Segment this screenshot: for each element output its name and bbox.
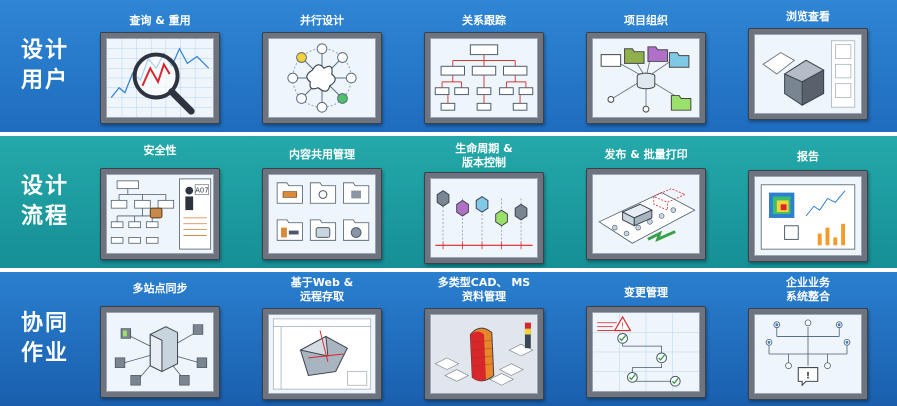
report-chart-icon bbox=[748, 170, 868, 262]
band-label: 设计 流程 bbox=[20, 174, 69, 229]
multisite-sync-icon bbox=[100, 306, 220, 398]
band-label: 设计 用户 bbox=[20, 38, 69, 93]
card-title: 多类型CAD、 MS 资料管理 bbox=[437, 276, 531, 303]
batch-print-icon bbox=[586, 168, 706, 260]
card-title: 生命周期 & 版本控制 bbox=[455, 142, 513, 169]
card-title: 关系跟踪 bbox=[462, 14, 506, 27]
card-title: 查询 & 重用 bbox=[129, 14, 191, 27]
3d-viewer-icon bbox=[748, 28, 868, 120]
card-title: 变更管理 bbox=[624, 286, 668, 299]
card-title: 并行设计 bbox=[300, 14, 344, 27]
card-title: 企业业务 系统整合 bbox=[786, 276, 830, 303]
svg-text:A07: A07 bbox=[195, 187, 208, 195]
project-database-icon bbox=[586, 32, 706, 124]
card-title: 基于Web & 远程存取 bbox=[290, 276, 354, 303]
band-design-process: 设计 流程 安全性 bbox=[0, 136, 897, 268]
band-collaboration: 协同 作业 多站点同步 bbox=[0, 272, 897, 406]
magnifier-chart-icon bbox=[100, 32, 220, 124]
enterprise-integration-icon: ! bbox=[748, 308, 868, 400]
cad-data-icon bbox=[424, 308, 544, 400]
security-hierarchy-icon: A07 bbox=[100, 168, 220, 260]
card-title: 安全性 bbox=[143, 144, 177, 157]
band-design-users: 设计 用户 查询 & 重用 bbox=[0, 0, 897, 132]
card-title: 项目组织 bbox=[624, 14, 668, 27]
web-remote-icon bbox=[262, 308, 382, 400]
change-flow-icon: ! bbox=[586, 306, 706, 398]
card-title: 内容共用管理 bbox=[289, 148, 355, 161]
band-label: 协同 作业 bbox=[20, 311, 69, 366]
shared-folders-icon bbox=[262, 168, 382, 260]
lifecycle-timeline-icon bbox=[424, 172, 544, 264]
card-title: 发布 & 批量打印 bbox=[604, 148, 688, 161]
svg-text:!: ! bbox=[621, 322, 624, 331]
svg-text:!: ! bbox=[806, 371, 810, 381]
tree-hierarchy-icon bbox=[424, 32, 544, 124]
card-title: 浏览查看 bbox=[786, 10, 830, 23]
parallel-network-icon bbox=[262, 32, 382, 124]
card-title: 报告 bbox=[797, 150, 819, 163]
card-title: 多站点同步 bbox=[132, 282, 188, 295]
